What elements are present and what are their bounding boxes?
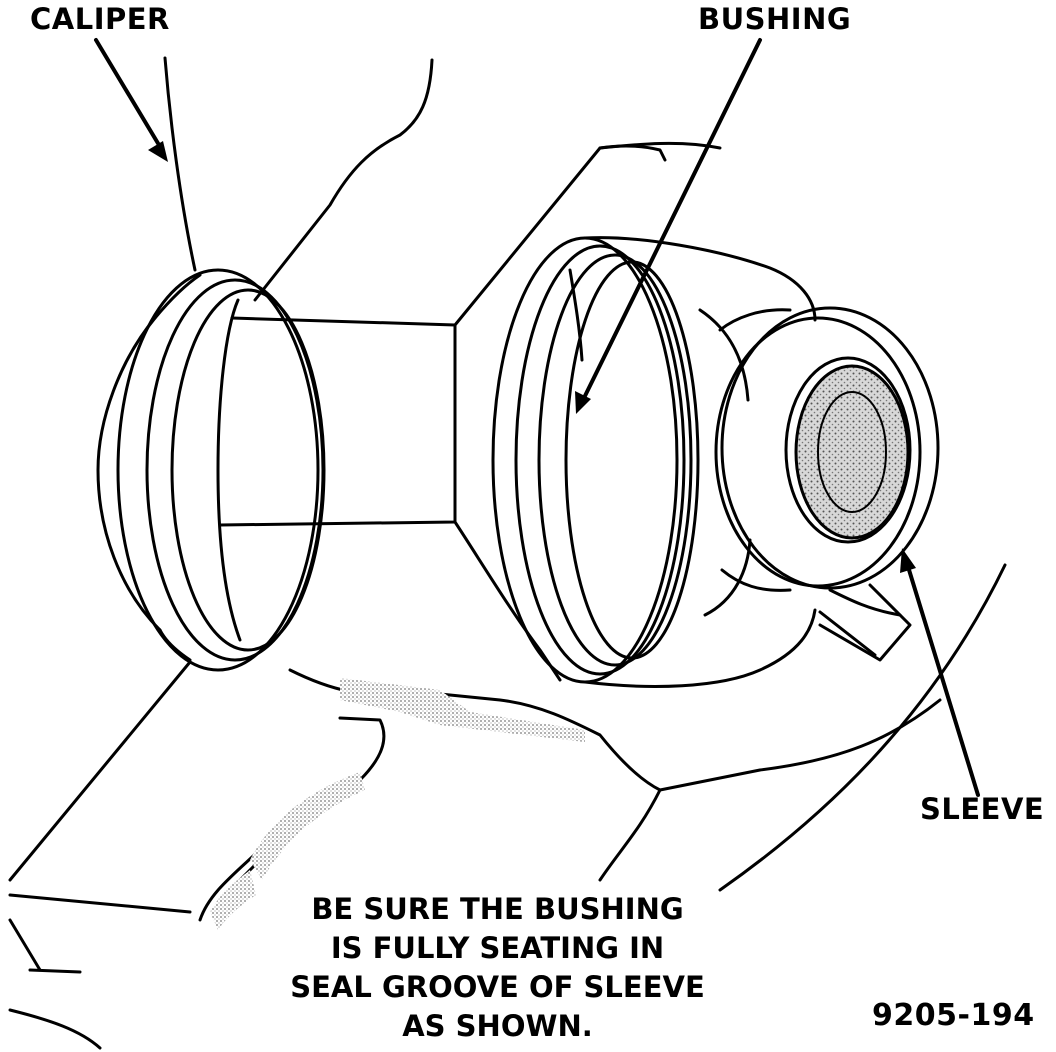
leader-arrows xyxy=(94,38,980,797)
caliper-leader xyxy=(94,38,164,152)
note-line-3: SEAL GROOVE OF SLEEVE xyxy=(290,970,705,1004)
bushing-part xyxy=(491,236,817,688)
sleeve-end xyxy=(714,306,940,662)
figure-number: 9205-194 xyxy=(872,998,1035,1033)
sleeve-arrowhead xyxy=(900,548,916,573)
shadow-stipple xyxy=(210,678,585,930)
installation-note: BE SURE THE BUSHING IS FULLY SEATING IN … xyxy=(265,890,730,1046)
note-line-2: IS FULLY SEATING IN xyxy=(330,931,665,965)
arrowheads xyxy=(148,141,916,573)
note-line-4: AS SHOWN. xyxy=(402,1009,593,1043)
left-seal-rings xyxy=(96,268,326,672)
hex-sleeve-body xyxy=(218,141,722,682)
bushing-label: BUSHING xyxy=(698,2,852,36)
caliper-arrowhead xyxy=(148,141,168,162)
sleeve-leader xyxy=(904,558,980,797)
bushing-arrowhead xyxy=(575,391,591,414)
caliper-label: CALIPER xyxy=(30,2,170,36)
bushing-leader xyxy=(580,38,762,404)
sleeve-label: SLEEVE xyxy=(920,792,1045,826)
note-line-1: BE SURE THE BUSHING xyxy=(311,892,684,926)
